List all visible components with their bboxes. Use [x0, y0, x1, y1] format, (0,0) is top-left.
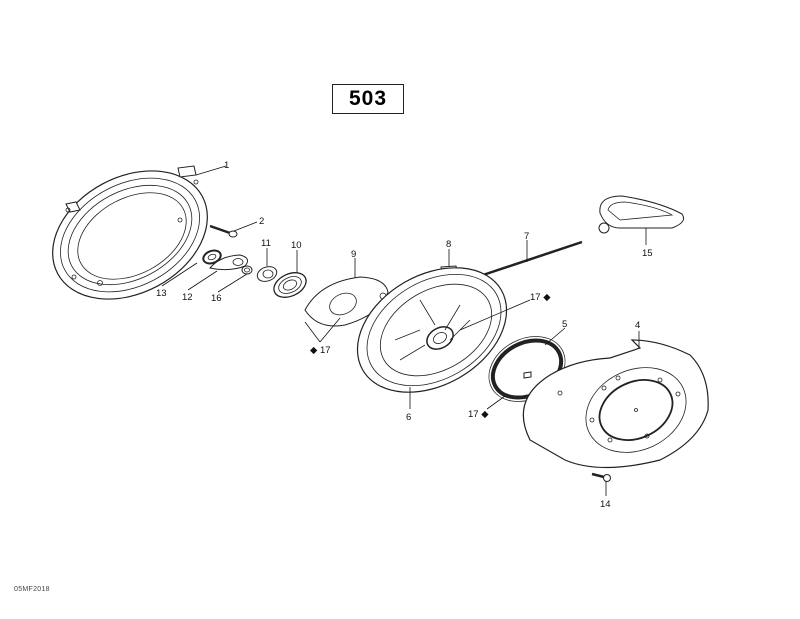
callout-11: 11	[261, 238, 271, 249]
callout-17-left: ◆ 17	[310, 345, 331, 356]
callout-4: 4	[635, 320, 641, 331]
part-4-fan-housing	[522, 339, 709, 469]
callout-14: 14	[600, 499, 611, 510]
part-7-rope	[476, 240, 583, 279]
footer-code: 05MF2018	[14, 586, 50, 593]
callout-15: 15	[642, 248, 653, 259]
page-number-box: 503	[332, 84, 404, 114]
callout-13: 13	[156, 288, 167, 299]
part-6-sheave	[356, 267, 508, 393]
callout-10: 10	[291, 240, 302, 251]
part-13-seal-ring	[202, 249, 222, 265]
callout-2: 2	[259, 216, 265, 227]
callout-17-bottom: 17 ◆	[468, 409, 489, 420]
part-1-housing-ring	[52, 165, 208, 300]
callout-6: 6	[406, 412, 412, 423]
part-10-friction-spring	[273, 272, 307, 298]
part-2-screw	[209, 224, 238, 238]
callout-8: 8	[446, 239, 452, 250]
leader-lines	[161, 165, 647, 496]
callout-12: 12	[182, 292, 193, 303]
callout-1: 1	[224, 160, 230, 171]
part-12-lock-plate	[209, 254, 249, 271]
part-11-washer	[256, 266, 278, 282]
callout-16: 16	[211, 293, 222, 304]
part-14-bolt	[591, 472, 611, 482]
part-15-handle	[598, 195, 685, 234]
page-number: 503	[348, 87, 388, 110]
callout-7: 7	[524, 231, 530, 242]
callout-17-top: 17 ◆	[530, 292, 551, 303]
callout-5: 5	[562, 319, 568, 330]
part-16-nut	[241, 265, 253, 275]
callout-9: 9	[351, 249, 357, 260]
part-9-pawl-plate	[304, 276, 389, 327]
